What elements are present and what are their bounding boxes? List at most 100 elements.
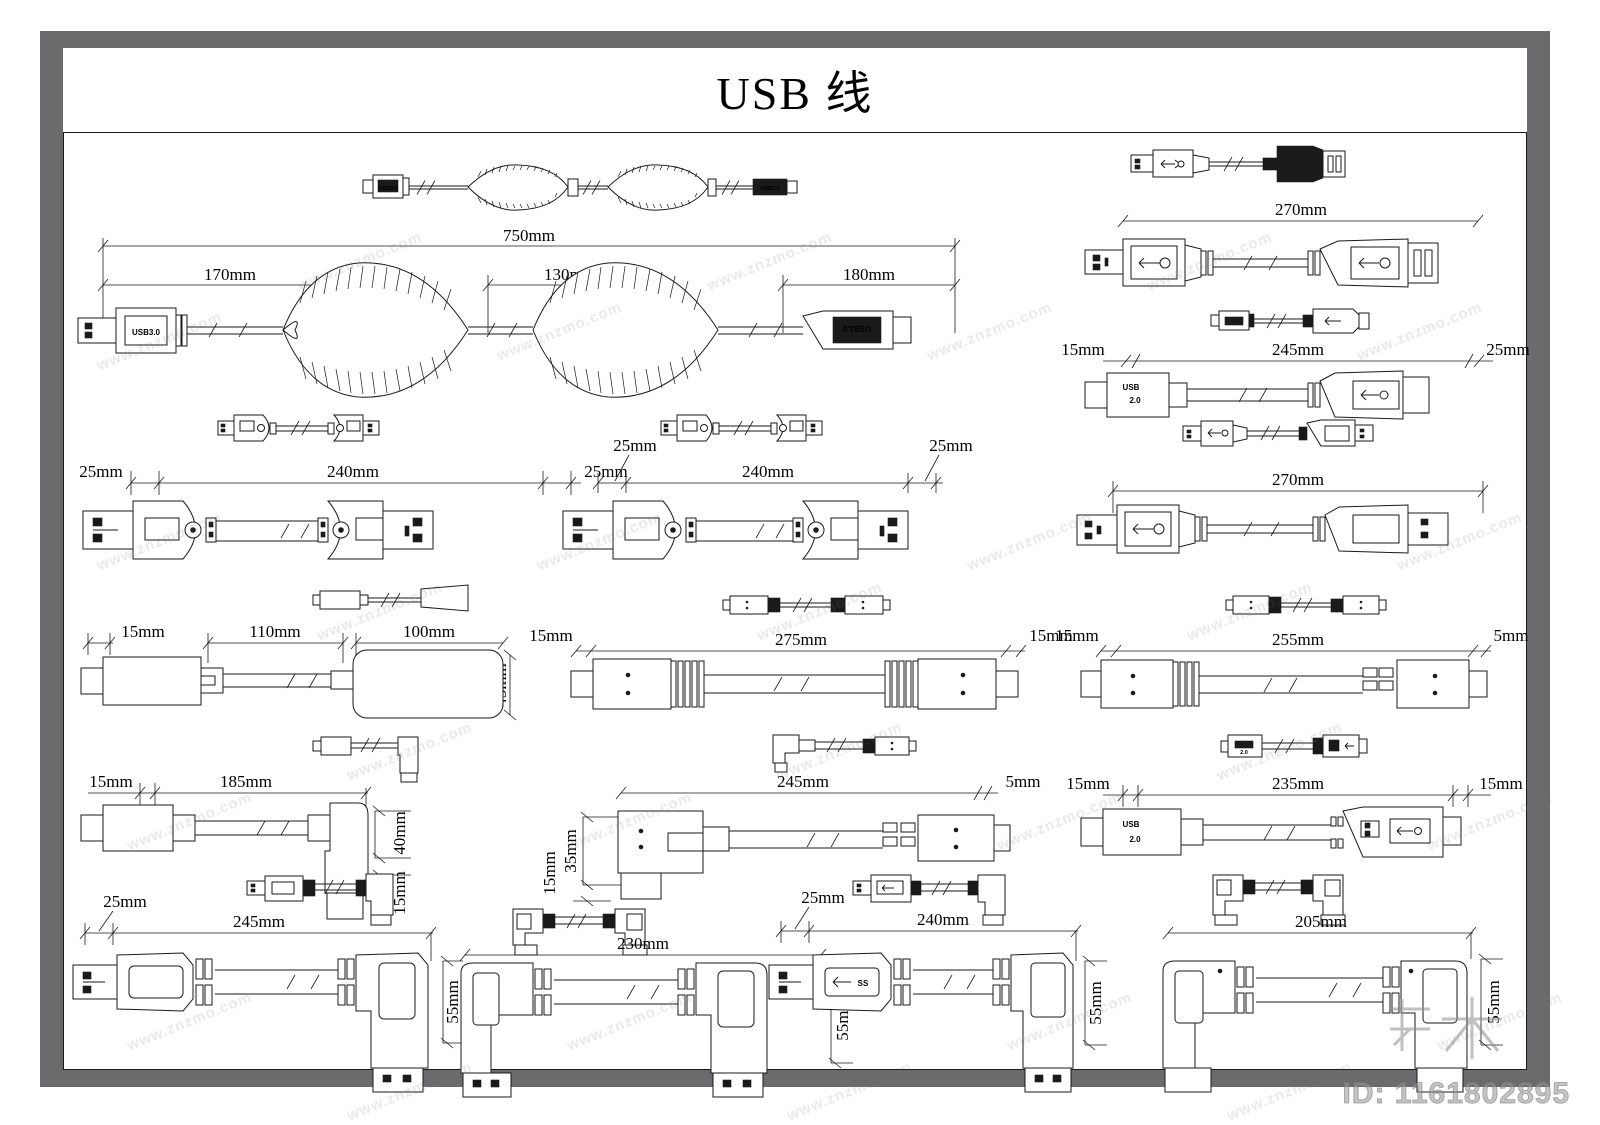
connector-label-usb20b-line2: 2.0 — [1129, 835, 1141, 844]
preview-240-center — [660, 414, 823, 442]
connector-label-usb20-line2: 2.0 — [1129, 396, 1141, 405]
drawing-canvas: .ln { stroke:#1a1a1a; stroke-width:1; fi… — [63, 133, 1565, 1124]
assembly-usb-c-to-dongle-110-100: 15mm 110mm 100mm 45mm — [80, 584, 517, 721]
dim-label-205: 205mm — [1295, 912, 1347, 931]
assembly-usb-charger-cable-240-center: 240mm 25mm 25mm — [562, 414, 973, 560]
dim-label-55b1: 55mm — [443, 980, 462, 1023]
dim-label-25C2: 25mm — [929, 436, 972, 455]
main-view-245: USB 2.0 — [1084, 370, 1430, 420]
dim-label-15c2: 15mm — [1029, 626, 1072, 645]
dim-label-15d: 15mm — [1055, 626, 1098, 645]
main-view-usb30-repeater: USB3.0 — [77, 262, 912, 398]
dim-235: 235mm 15mm 15mm — [1066, 774, 1523, 807]
dim-label-270a: 270mm — [1275, 200, 1327, 219]
preview-255 — [1225, 595, 1387, 615]
dim-label-15g: 15mm — [540, 851, 559, 894]
preview-b240 — [852, 874, 1006, 926]
main-view-ra245 — [617, 810, 1011, 900]
assembly-usb-a-right-angle-both-230: 230mm 55mm — [459, 908, 853, 1098]
dim-b240: 25mm 240mm 55mm — [775, 888, 1107, 1051]
dim-240mm-center: 240mm 25mm 25mm — [592, 436, 973, 493]
dim-label-750: 750mm — [503, 226, 555, 245]
main-view-235: USB 2.0 — [1080, 806, 1462, 858]
assembly-barrel-cable-275: 275mm 15mm 15mm — [529, 595, 1073, 710]
dim-label-240b3: 240mm — [917, 910, 969, 929]
svg-text:2.0: 2.0 — [1240, 750, 1248, 756]
dim-label-275: 275mm — [775, 630, 827, 649]
assembly-usb-a-to-a-female-extension-270: 270mm — [1084, 145, 1484, 288]
dim-750mm: 750mm — [97, 226, 961, 333]
dim-185: 185mm 15mm 40mm 15mm — [88, 772, 411, 915]
svg-text:USB3.0: USB3.0 — [378, 186, 397, 192]
connector-label-usb30-right: USB3.0 — [842, 324, 871, 333]
preview-b245 — [246, 873, 394, 926]
dim-label-5c: 5mm — [1006, 772, 1041, 791]
dim-label-15e: 15mm — [89, 772, 132, 791]
dim-275: 275mm 15mm 15mm — [529, 626, 1073, 658]
dim-label-25a: 25mm — [1486, 340, 1529, 359]
dim-label-55b4: 55mm — [1484, 980, 1503, 1023]
svg-text:SS: SS — [858, 979, 869, 988]
main-view-ext-270 — [1084, 238, 1439, 288]
dim-label-100: 100mm — [403, 622, 455, 641]
dim-270mm-a: 270mm — [1117, 200, 1484, 228]
preview-ra245 — [772, 734, 917, 773]
preview-usb30-repeater: USB3.0 — [362, 164, 798, 211]
dim-label-15h2: 15mm — [1479, 774, 1522, 793]
technical-drawing-svg: .ln { stroke:#1a1a1a; stroke-width:1; fi… — [72, 145, 1530, 1098]
dim-label-245a: 245mm — [1272, 340, 1324, 359]
dim-label-40: 40mm — [390, 811, 409, 854]
assembly-usb20-c-to-mini-235: 2.0 — [1066, 734, 1523, 858]
main-view-b240: SS — [768, 952, 1074, 1093]
preview-270b — [1182, 419, 1374, 447]
dim-label-25C1: 25mm — [613, 436, 656, 455]
assembly-usb-a-to-a-270-right: 270mm — [1076, 419, 1489, 554]
dim-label-15b: 15mm — [121, 622, 164, 641]
assembly-right-angle-both-205: 205mm 55mm — [1162, 874, 1503, 1093]
dim-label-110: 110mm — [249, 622, 300, 641]
main-view-240-center — [562, 500, 909, 560]
assembly-barrel-cable-255: 255mm 15mm 5mm — [1055, 595, 1529, 709]
frame-inner-panel — [63, 48, 1527, 1070]
dim-label-35: 35mm — [561, 829, 580, 872]
assembly-usb20-mini-to-b-245: 245mm 15mm 25mm USB 2.0 — [1061, 308, 1530, 420]
dim-180mm: 180mm — [777, 265, 961, 333]
dim-label-230: 230mm — [617, 934, 669, 953]
preview-240-left — [217, 414, 380, 442]
dim-245mm-a: 245mm 15mm 25mm — [1061, 340, 1530, 369]
dim-255: 255mm 15mm 5mm — [1055, 626, 1529, 658]
dim-label-240C: 240mm — [742, 462, 794, 481]
preview-235: 2.0 — [1220, 734, 1368, 758]
page-title: USB 线 — [716, 68, 874, 119]
dim-label-15a: 15mm — [1061, 340, 1104, 359]
main-view-b245 — [72, 952, 429, 1093]
main-view-270b — [1076, 504, 1449, 554]
assembly-usb30-repeater-cable: USB3.0 — [77, 164, 961, 398]
svg-text:USB3.0: USB3.0 — [760, 186, 779, 192]
dim-label-15f: 15mm — [390, 871, 409, 914]
preview-275 — [722, 595, 891, 615]
dim-b245: 25mm 245mm 55mm — [79, 892, 463, 1049]
main-view-dongle — [80, 649, 504, 719]
dim-label-25b1: 25mm — [103, 892, 146, 911]
dim-label-15h1: 15mm — [1066, 774, 1109, 793]
dim-label-245b1: 245mm — [233, 912, 285, 931]
assembly-right-angle-cable-245: 245mm 5mm 35mm 15mm — [540, 734, 1041, 907]
dim-label-235: 235mm — [1272, 774, 1324, 793]
main-view-185 — [80, 802, 369, 920]
dim-label-270b: 270mm — [1272, 470, 1324, 489]
connector-label-usb20-line1: USB — [1123, 383, 1140, 392]
connector-label-usb30-left: USB3.0 — [132, 328, 161, 337]
preview-205 — [1212, 874, 1346, 926]
preview-185 — [312, 736, 419, 783]
dim-label-15c1: 15mm — [529, 626, 572, 645]
dim-ra245: 245mm 5mm 35mm 15mm — [540, 772, 1041, 907]
dim-label-170: 170mm — [204, 265, 256, 284]
preview-245 — [1210, 308, 1370, 334]
dim-label-5d: 5mm — [1494, 626, 1529, 645]
dim-label-25b3: 25mm — [801, 888, 844, 907]
dim-label-25L1: 25mm — [79, 462, 122, 481]
main-view-275 — [570, 658, 1019, 710]
dim-label-55b3: 55mm — [1086, 981, 1105, 1024]
assembly-usb30-a-to-right-angle-240: 25mm 240mm 55mm — [768, 874, 1107, 1093]
